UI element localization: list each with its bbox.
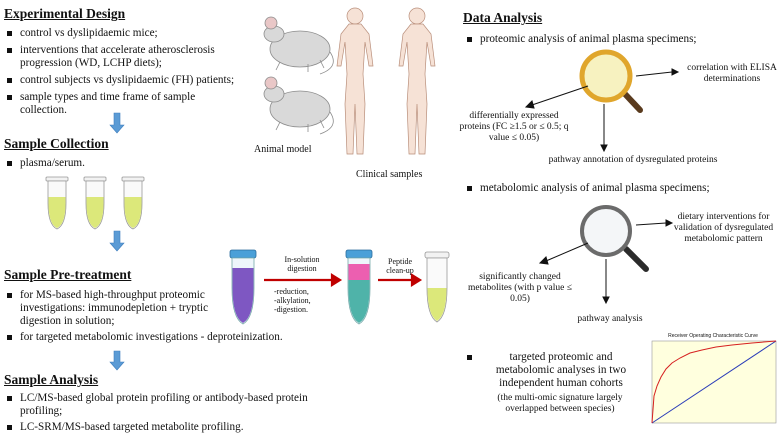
proteomic-item: proteomic analysis of animal plasma spec… xyxy=(466,33,776,46)
correlation-label: correlation with ELISA determinations xyxy=(687,63,777,84)
list-item: plasma/serum. xyxy=(6,157,206,170)
roc-chart: Receiver Operating Characteristic Curve xyxy=(646,333,780,429)
digestion-workflow xyxy=(229,249,450,325)
significant-label: significantly changed metabolites (with … xyxy=(468,272,572,304)
list-item: LC-SRM/MS-based targeted metabolite prof… xyxy=(6,421,346,434)
sample-pretreatment-list: for MS-based high-throughput proteomic i… xyxy=(6,289,232,333)
tube-icon xyxy=(229,249,257,325)
mouse-icon xyxy=(263,76,334,135)
human-illustrations xyxy=(336,7,436,155)
magnifier-icon xyxy=(580,205,649,272)
tube-icon xyxy=(83,176,107,230)
digestion-label: In-solution digestion xyxy=(284,255,320,273)
sample-analysis-list: LC/MS-based global protein profiling or … xyxy=(6,392,346,434)
list-item: control vs dyslipidaemic mice; xyxy=(6,27,238,40)
list-item: targeted proteomic and metabolomic analy… xyxy=(466,351,642,390)
sample-pretreatment-list-2: for targeted metabolomic investigations … xyxy=(6,331,336,344)
proteomic-flow xyxy=(524,49,680,153)
list-item: LC/MS-based global protein profiling or … xyxy=(6,392,346,418)
list-item: for targeted metabolomic investigations … xyxy=(6,331,336,344)
clinical-samples-label: Clinical samples xyxy=(356,169,423,180)
data-analysis-heading: Data Analysis xyxy=(463,10,543,25)
diff-expressed-label: differentially expressed proteins (FC ≥1… xyxy=(459,111,569,143)
digestion-step: -digestion. xyxy=(274,305,308,314)
cleanup-label: Peptide clean-up xyxy=(386,257,414,275)
list-item: proteomic analysis of animal plasma spec… xyxy=(466,33,776,46)
digestion-step: -alkylation, xyxy=(274,296,311,305)
targeted-note: (the multi-omic signature largely overla… xyxy=(497,393,623,414)
tube-icon xyxy=(121,176,145,230)
mouse-illustrations xyxy=(263,16,334,135)
experimental-design-list: control vs dyslipidaemic mice; intervent… xyxy=(6,27,238,117)
list-item: sample types and time frame of sample co… xyxy=(6,91,238,117)
dietary-label: dietary interventions for validation of … xyxy=(673,212,774,244)
list-item: metabolomic analysis of animal plasma sp… xyxy=(466,182,776,195)
roc-title: Receiver Operating Characteristic Curve xyxy=(668,333,758,339)
list-item: interventions that accelerate atheroscle… xyxy=(6,44,238,70)
pathway-analysis-label: pathway analysis xyxy=(577,314,643,324)
tube-icon xyxy=(424,251,450,323)
sample-collection-heading: Sample Collection xyxy=(4,136,109,151)
animal-model-label: Animal model xyxy=(254,144,312,155)
magnifier-icon xyxy=(579,49,643,113)
metabolomic-flow xyxy=(538,205,674,305)
digestion-step: -reduction, xyxy=(274,287,309,296)
experimental-design-heading: Experimental Design xyxy=(4,6,126,21)
human-female-icon xyxy=(336,7,374,155)
digestion-steps: -reduction, -alkylation, -digestion. xyxy=(274,287,311,314)
roc-plot xyxy=(651,340,777,424)
down-arrow-icon xyxy=(109,350,125,371)
roc-curve xyxy=(651,340,777,424)
tube-icon xyxy=(345,249,373,325)
human-male-icon xyxy=(398,7,436,155)
sample-pretreatment-heading: Sample Pre-treatment xyxy=(4,267,132,282)
down-arrow-icon xyxy=(109,230,125,252)
tube-icon xyxy=(45,176,69,230)
pathway-annotation-label: pathway annotation of dysregulated prote… xyxy=(548,155,718,165)
targeted-item: targeted proteomic and metabolomic analy… xyxy=(466,351,642,390)
list-item: control subjects vs dyslipidaemic (FH) p… xyxy=(6,74,238,87)
sample-analysis-heading: Sample Analysis xyxy=(4,372,99,387)
sample-tubes xyxy=(45,176,145,230)
mouse-icon xyxy=(263,16,334,75)
roc-diagonal xyxy=(651,340,777,424)
list-item: for MS-based high-throughput proteomic i… xyxy=(6,289,232,328)
sample-collection-list: plasma/serum. xyxy=(6,157,206,170)
metabolomic-item: metabolomic analysis of animal plasma sp… xyxy=(466,182,776,195)
